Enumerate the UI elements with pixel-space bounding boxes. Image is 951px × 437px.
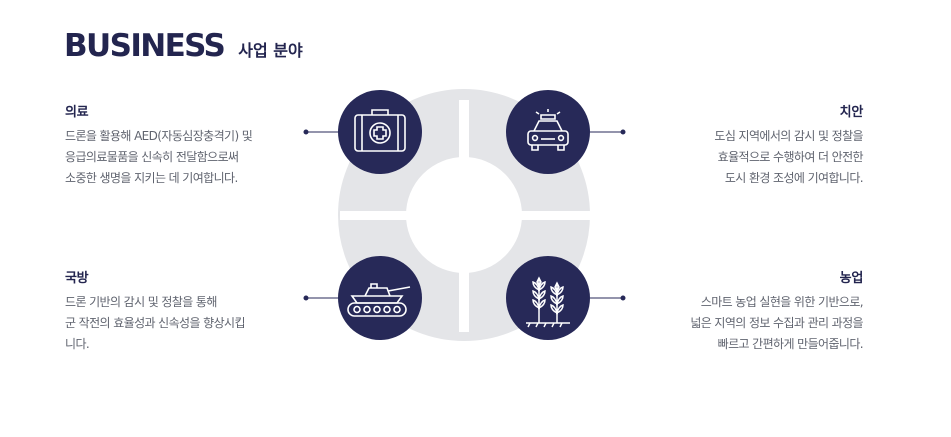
- business-item-medical: 의료 드론을 활용해 AED(자동심장충격기) 및 응급의료물품을 신속히 전달…: [65, 101, 305, 189]
- tank-icon: [338, 256, 422, 340]
- page-subtitle: 사업 분야: [238, 41, 303, 60]
- medical-kit-icon: [338, 90, 422, 174]
- page-title: BUSINESS: [64, 28, 226, 64]
- connector-lines: [303, 129, 626, 301]
- item-description: 스마트 농업 실현을 위한 기반으로, 넓은 지역의 정보 수집과 관리 과정을…: [690, 295, 863, 351]
- item-title: 국방: [65, 271, 89, 286]
- item-title: 의료: [65, 105, 89, 120]
- page-header: BUSINESS 사업 분야: [64, 28, 303, 64]
- wheat-icon: [506, 256, 590, 340]
- item-description: 드론을 활용해 AED(자동심장충격기) 및 응급의료물품을 신속히 전달함으로…: [65, 129, 253, 185]
- item-title: 치안: [839, 105, 864, 120]
- business-item-defense: 국방 드론 기반의 감시 및 정찰을 통해 군 작전의 효율성과 신속성을 향상…: [65, 267, 305, 355]
- police-car-icon: [506, 90, 590, 174]
- item-description: 드론 기반의 감시 및 정찰을 통해 군 작전의 효율성과 신속성을 향상시킵 …: [65, 295, 246, 351]
- business-item-agriculture: 농업 스마트 농업 실현을 위한 기반으로, 넓은 지역의 정보 수집과 관리 …: [623, 267, 863, 355]
- item-description: 도심 지역에서의 감시 및 정찰을 효율적으로 수행하여 더 안전한 도시 환경…: [714, 129, 863, 185]
- item-title: 농업: [839, 271, 864, 286]
- business-item-police: 치안 도심 지역에서의 감시 및 정찰을 효율적으로 수행하여 더 안전한 도시…: [623, 101, 863, 189]
- quadrant-ring: [338, 89, 590, 341]
